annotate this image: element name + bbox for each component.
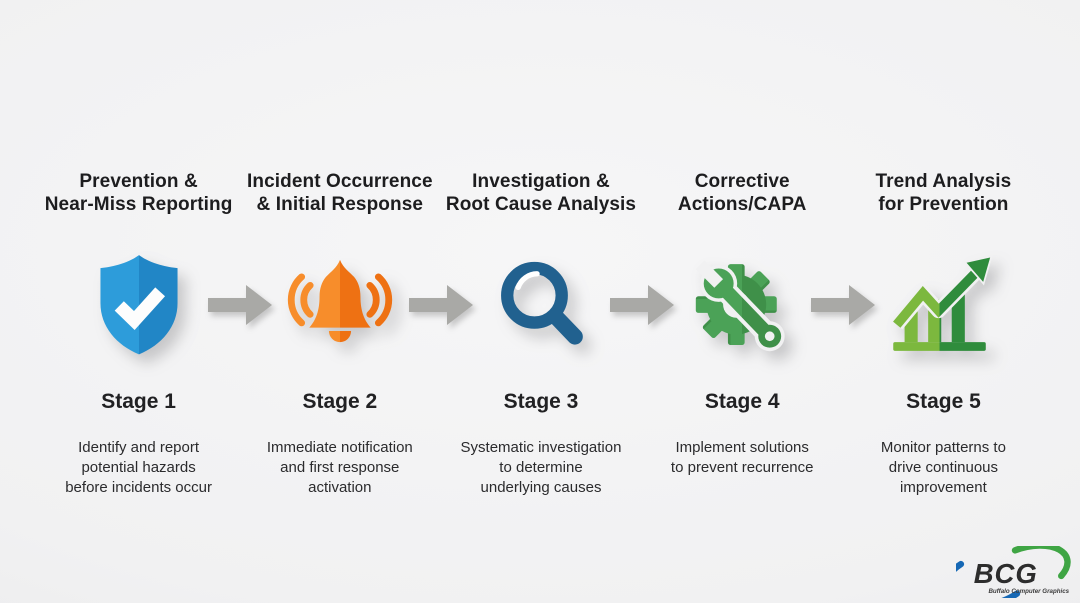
logo-tagline: Buffalo Computer Graphics [988,588,1069,595]
stage-description-cell: Implement solutions to prevent recurrenc… [642,438,843,498]
stage-title: Trend Analysis for Prevention [875,171,1012,215]
stage-description: Immediate notification and first respons… [266,439,413,496]
stage-label: Stage 1 [101,390,176,413]
stage-icon-cell [239,234,440,376]
stage-label-cell: Stage 5 [843,389,1044,415]
stage-label-cell: Stage 3 [440,389,641,415]
stage-description-cell: Identify and report potential hazards be… [38,438,239,498]
stage-column-1-title-cell: Prevention & Near-Miss Reporting [38,170,239,216]
stage-label-cell: Stage 4 [642,389,843,415]
stage-description-cell: Monitor patterns to drive continuous imp… [843,438,1044,498]
shield-check-icon [100,255,178,355]
stage-descriptions-row: Identify and report potential hazards be… [0,438,1080,498]
logo-text: BCG [974,558,1038,589]
gear-wrench-icon [695,260,785,352]
bcg-logo: BCG Buffalo Computer Graphics [940,542,1074,603]
stage-icon-cell [440,234,641,376]
stage-description-cell: Immediate notification and first respons… [239,438,440,498]
stage-label: Stage 2 [302,390,378,413]
arrow-right-icon [610,285,674,325]
stage-label-cell: Stage 2 [239,389,440,415]
stage-label: Stage 3 [503,390,579,413]
arrow-right-icon [409,285,473,325]
stage-label-cell: Stage 1 [38,389,239,415]
stage-label: Stage 4 [704,390,780,413]
bell-alert-icon [287,259,392,343]
stage-icons-row [0,234,1080,376]
arrow-right-icon [208,285,272,325]
stage-icon-cell [38,234,239,376]
stage-title: Investigation & Root Cause Analysis [445,171,637,215]
stage-description: Systematic investigation to determine un… [460,439,622,496]
stage-title: Prevention & Near-Miss Reporting [44,171,233,215]
stage-column-3-title-cell: Investigation & Root Cause Analysis [440,170,641,216]
stage-label: Stage 5 [906,390,981,413]
stage-column-2-title-cell: Incident Occurrence & Initial Response [239,170,440,216]
trend-chart-icon [891,254,994,351]
stage-title: Incident Occurrence & Initial Response [246,171,433,215]
stage-description: Monitor patterns to drive continuous imp… [880,439,1006,496]
stage-column-4-title-cell: Corrective Actions/CAPA [642,170,843,216]
stage-title: Corrective Actions/CAPA [677,171,807,215]
stage-icon-cell [642,234,843,376]
stage-description-cell: Systematic investigation to determine un… [440,438,641,498]
magnifier-icon [500,261,583,345]
stage-description: Identify and report potential hazards be… [65,439,212,496]
stage-description: Implement solutions to prevent recurrenc… [670,439,814,476]
arrow-right-icon [811,285,875,325]
stage-column-5-title-cell: Trend Analysis for Prevention [843,170,1044,216]
stage-labels-row: Stage 1 Stage 2 Stage 3 Stage 4 Stage 5 [0,389,1080,415]
stage-titles-row: Prevention & Near-Miss Reporting Inciden… [0,170,1080,216]
logo-swoosh-green [1011,542,1071,580]
stage-icon-cell [843,234,1044,376]
